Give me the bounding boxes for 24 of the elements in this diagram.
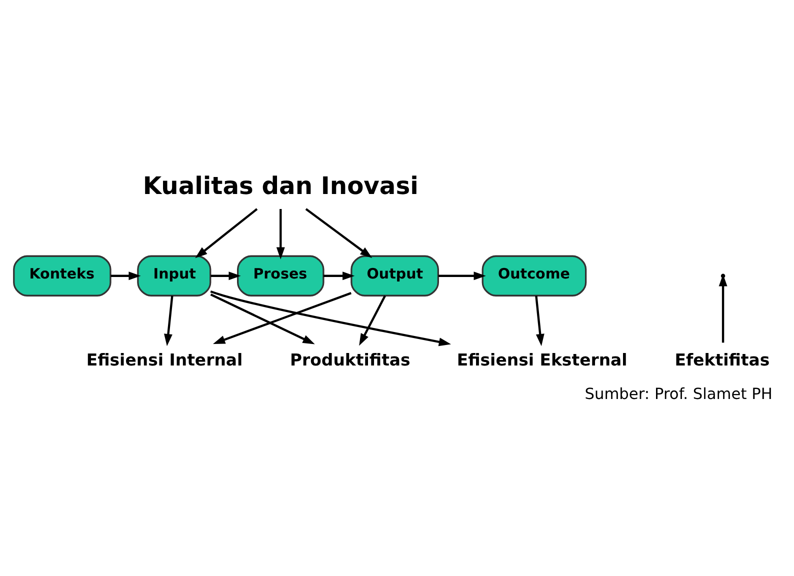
arrow — [212, 292, 352, 344]
node-text: Efisiensi Internal — [86, 350, 243, 369]
arrow — [110, 271, 141, 280]
node-box: Konteks — [13, 254, 112, 296]
node-box: Outcome — [482, 254, 587, 296]
node-box: Output — [350, 254, 439, 296]
node-text: Efisiensi Eksternal — [456, 350, 628, 369]
arrow — [164, 295, 174, 346]
arrow — [438, 271, 486, 280]
arrow — [305, 208, 372, 258]
node-text: Kualitas dan Inovasi — [142, 172, 418, 200]
arrow — [195, 208, 258, 258]
arrow — [359, 294, 386, 346]
arrow — [210, 271, 241, 280]
caption: Sumber: Prof. Slamet PH — [584, 384, 772, 403]
arrow — [535, 295, 544, 346]
arrow — [210, 290, 452, 346]
node-box: Input — [137, 254, 212, 296]
node-box: Proses — [237, 254, 324, 296]
arrow — [323, 271, 355, 280]
arrow — [210, 293, 315, 344]
node-text: Produktifitas — [290, 350, 410, 369]
node-text: Efektifitas — [674, 350, 770, 369]
arrow — [276, 208, 285, 259]
